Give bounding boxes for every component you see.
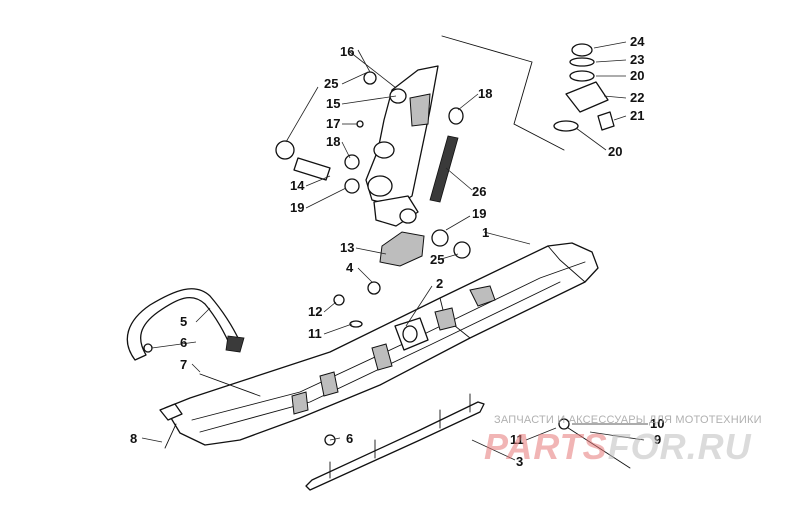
nut-4 xyxy=(367,281,381,295)
washer-23 xyxy=(569,57,595,67)
callout-20b: 20 xyxy=(608,144,622,159)
callout-14: 14 xyxy=(290,178,305,193)
callout-23: 23 xyxy=(630,52,644,67)
cap-24 xyxy=(571,43,593,57)
screw-8 xyxy=(164,423,177,449)
nut-16 xyxy=(363,71,377,85)
callout-19b: 19 xyxy=(472,206,486,221)
callout-12: 12 xyxy=(308,304,322,319)
ski-body xyxy=(159,242,599,446)
callout-19a: 19 xyxy=(290,200,304,215)
callout-15: 15 xyxy=(326,96,340,111)
hardware xyxy=(143,120,631,469)
callout-25a: 25 xyxy=(324,76,338,91)
callout-5: 5 xyxy=(180,314,187,329)
callout-10: 10 xyxy=(650,416,664,431)
callout-6a: 6 xyxy=(180,335,187,350)
ski-handle xyxy=(126,288,245,361)
callout-11b: 11 xyxy=(510,432,524,447)
callout-13: 13 xyxy=(340,240,354,255)
bushing-19b xyxy=(431,229,449,247)
callout-8: 8 xyxy=(130,431,137,446)
bushing-25a xyxy=(275,140,295,160)
bolt-21 xyxy=(597,111,615,131)
callout-18a: 18 xyxy=(326,134,340,149)
nut-6a xyxy=(143,343,153,353)
callout-9: 9 xyxy=(654,432,661,447)
bushing-19a xyxy=(344,178,360,194)
callout-21: 21 xyxy=(630,108,644,123)
bumper-block xyxy=(379,231,425,267)
steering-clamp xyxy=(553,43,615,132)
washer-11 xyxy=(349,320,363,328)
callout-24: 24 xyxy=(630,34,645,49)
decal-strip xyxy=(429,135,459,203)
callout-4: 4 xyxy=(346,260,354,275)
callout-16: 16 xyxy=(340,44,354,59)
washer-10 xyxy=(558,418,570,430)
sleeve-14 xyxy=(293,157,331,181)
callout-11a: 11 xyxy=(308,326,322,341)
callout-6b: 6 xyxy=(346,431,353,446)
callout-20a: 20 xyxy=(630,68,644,83)
ski-runner xyxy=(305,393,485,491)
callout-7: 7 xyxy=(180,357,187,372)
callout-2: 2 xyxy=(436,276,443,291)
washer-20b xyxy=(553,120,579,132)
callout-25b: 25 xyxy=(430,252,444,267)
bushing-25b xyxy=(453,241,471,259)
spindle xyxy=(365,65,439,227)
bushing-18b xyxy=(448,107,464,125)
callout-labels: 1 2 3 4 5 6 6 7 8 9 10 11 11 12 13 14 15… xyxy=(130,34,664,469)
callout-22: 22 xyxy=(630,90,644,105)
leader-lines xyxy=(141,41,648,461)
callout-1: 1 xyxy=(482,225,489,240)
callout-26: 26 xyxy=(472,184,486,199)
bolt-9 xyxy=(561,423,631,469)
callout-17: 17 xyxy=(326,116,340,131)
bolt-7 xyxy=(199,373,261,397)
bushing-18a xyxy=(344,154,360,170)
callout-3: 3 xyxy=(516,454,523,469)
callout-18b: 18 xyxy=(478,86,492,101)
nut-12 xyxy=(333,294,345,306)
bushing-15 xyxy=(389,88,407,104)
washer-20a xyxy=(569,70,595,82)
